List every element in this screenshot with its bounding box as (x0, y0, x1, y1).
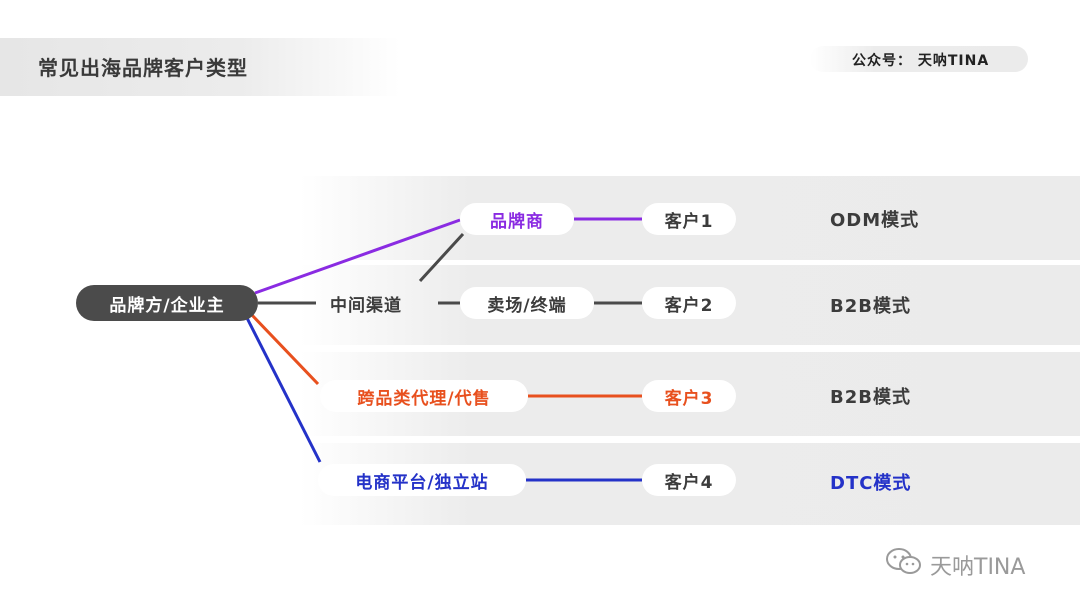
intermediary-channel-node: 中间渠道 (330, 296, 402, 316)
link-root-brand (254, 218, 461, 295)
title-bar (0, 38, 400, 96)
retail-terminal-node: 卖场/终端 (460, 287, 594, 319)
model-label-3: B2B模式 (830, 387, 911, 408)
account-label: 公众号： 天呐TINA (852, 53, 990, 69)
watermark-text: 天呐TINA (930, 555, 1026, 580)
wechat-icon (884, 546, 924, 584)
customer-4-node: 客户4 (642, 464, 736, 496)
cross-category-agent-node: 跨品类代理/代售 (320, 380, 528, 412)
model-label-1: ODM模式 (830, 210, 920, 231)
ecommerce-platform-node: 电商平台/独立站 (318, 464, 526, 496)
link-root-ecommerce (244, 315, 322, 463)
customer-2-node: 客户2 (642, 287, 736, 319)
model-label-4: DTC模式 (830, 473, 912, 494)
link-channel-brand (418, 232, 465, 283)
link-root-agent (248, 311, 320, 386)
watermark: 天呐TINA (884, 546, 1025, 584)
brand-merchant-node: 品牌商 (460, 203, 574, 235)
page-title: 常见出海品牌客户类型 (38, 56, 248, 80)
customer-3-node: 客户3 (642, 380, 736, 412)
customer-1-node: 客户1 (642, 203, 736, 235)
account-pill (810, 46, 1028, 72)
root-node: 品牌方/企业主 (76, 285, 258, 321)
model-label-2: B2B模式 (830, 296, 911, 317)
